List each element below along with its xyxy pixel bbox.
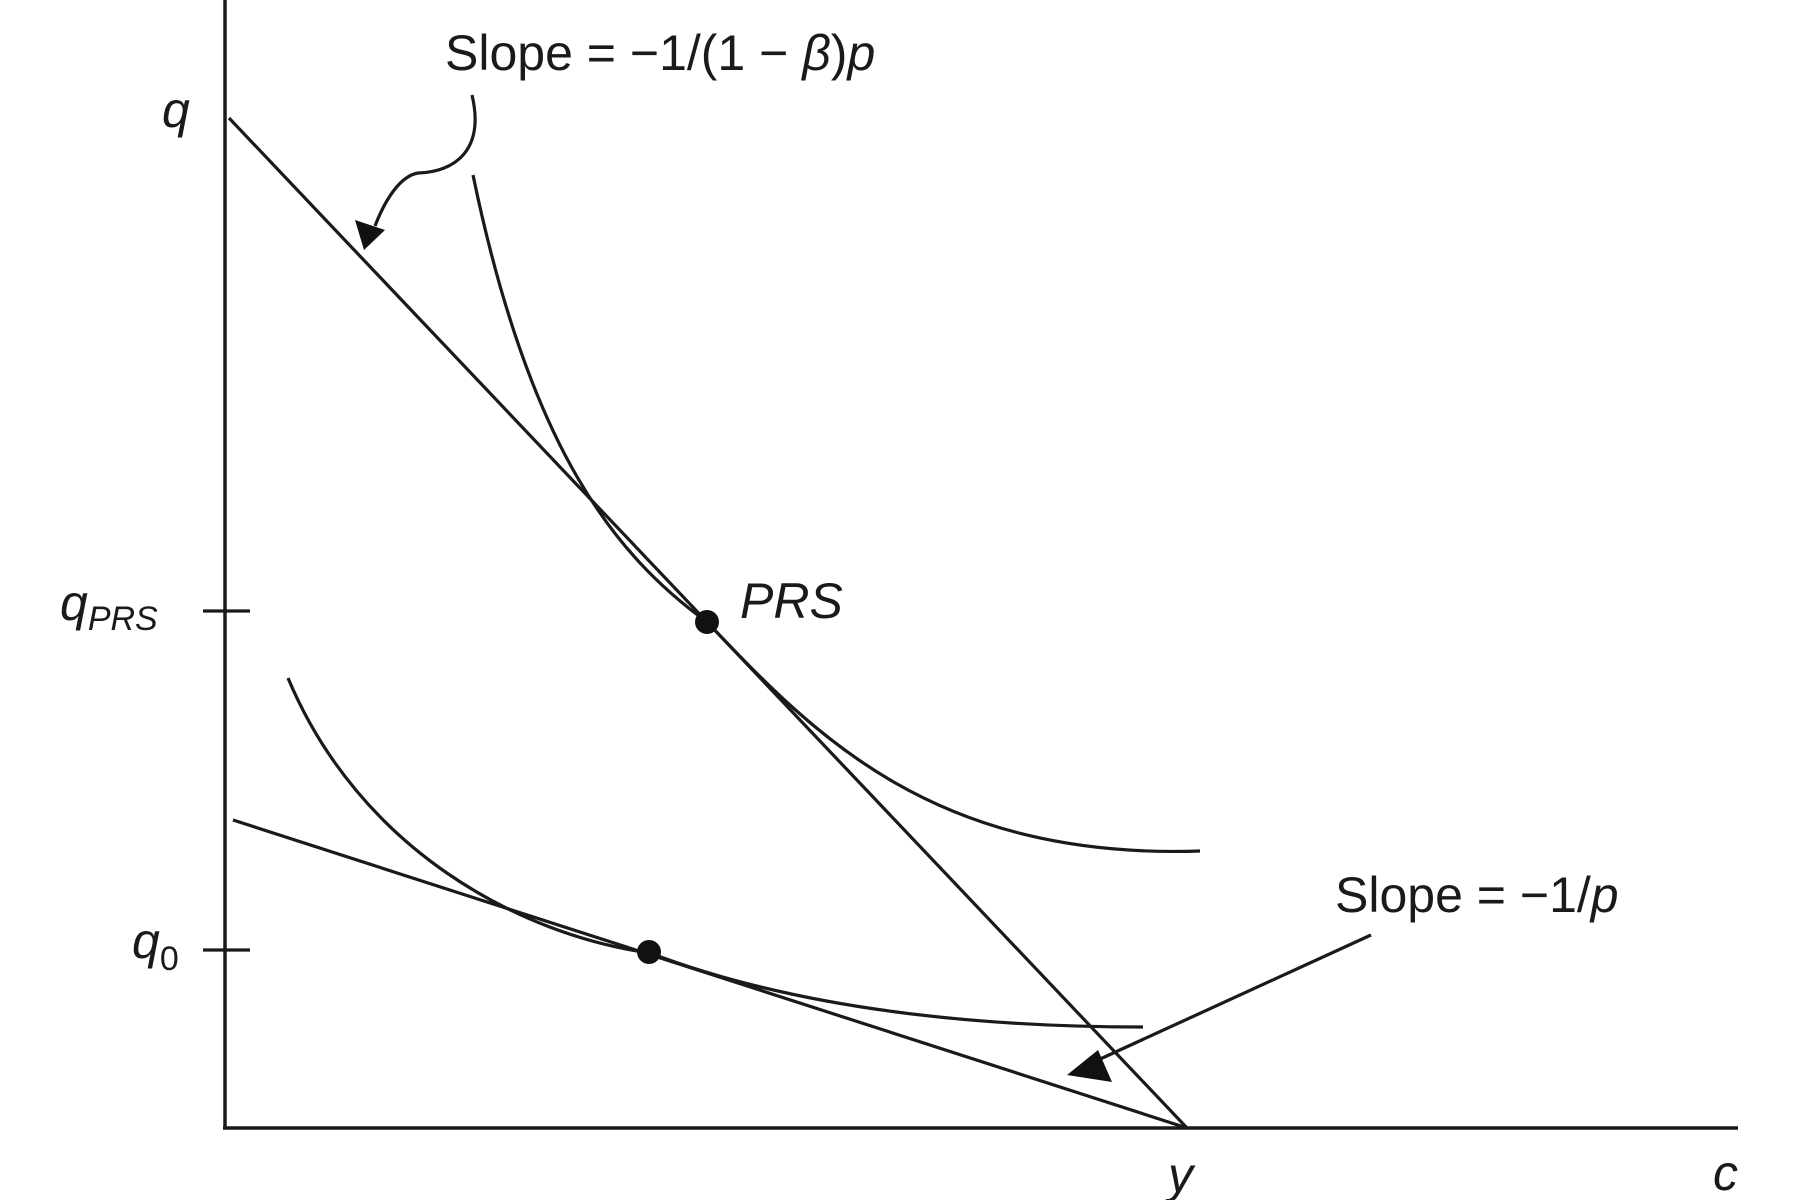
y-axis-label: q <box>162 82 190 138</box>
prs-point-label: PRS <box>740 573 843 629</box>
steep-slope-arrowhead <box>355 220 385 250</box>
steep-slope-annotation: Slope = −1/(1 − β)p <box>445 25 875 81</box>
y-tick-label-q-0: q0 <box>132 913 179 978</box>
q0-tangency-point <box>637 940 661 964</box>
shallow-slope-arrowhead <box>1067 1050 1112 1082</box>
y-tick-label-q-prs: qPRS <box>60 575 158 638</box>
prs-tangency-point <box>695 610 719 634</box>
lower-indifference-curve <box>286 677 1144 1029</box>
upper-indifference-curve <box>471 174 1201 854</box>
x-tick-label-y: y <box>1165 1147 1196 1200</box>
shallow-slope-annotation: Slope = −1/p <box>1335 867 1619 923</box>
steep-slope-arrow-shaft <box>373 94 477 227</box>
x-axis-label: c <box>1713 1145 1738 1200</box>
shallow-slope-arrow-shaft <box>1097 933 1372 1062</box>
